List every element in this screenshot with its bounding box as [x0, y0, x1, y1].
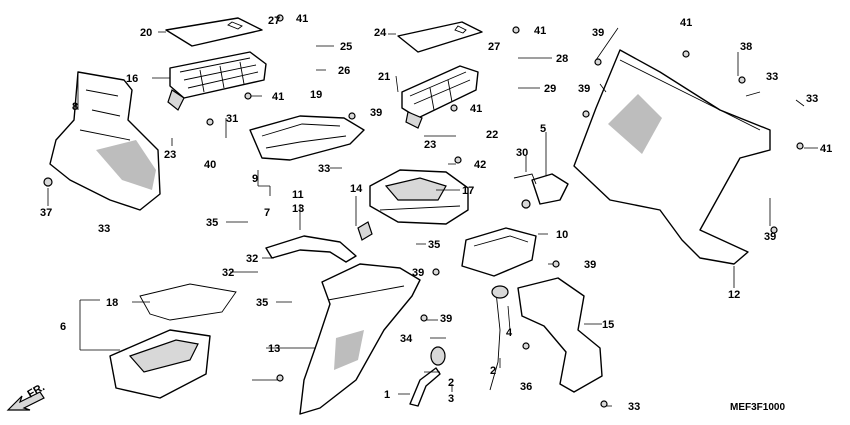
part-15-duct	[517, 277, 603, 393]
callout-30: 30	[516, 147, 528, 159]
callout-26: 26	[338, 65, 350, 77]
part-10-box	[461, 227, 537, 277]
callout-35: 35	[256, 297, 268, 309]
callout-39: 39	[412, 267, 424, 279]
callout-18: 18	[106, 297, 118, 309]
callout-39: 39	[440, 313, 452, 325]
callout-22: 22	[486, 129, 498, 141]
callout-42: 42	[474, 159, 486, 171]
part-14-clip	[357, 221, 373, 241]
callout-32: 32	[246, 253, 258, 265]
callout-33: 33	[766, 71, 778, 83]
callout-25: 25	[340, 41, 352, 53]
part-5-lock	[521, 173, 569, 209]
callout-35: 35	[428, 239, 440, 251]
callout-2: 2	[490, 365, 496, 377]
callout-13: 13	[292, 203, 304, 215]
callout-6: 6	[60, 321, 66, 333]
part-30-clip	[513, 173, 537, 185]
part-12-fender	[573, 49, 771, 265]
callout-36: 36	[520, 381, 532, 393]
callout-41: 41	[272, 91, 284, 103]
callout-2: 2	[448, 377, 454, 389]
callout-7: 7	[264, 207, 270, 219]
callout-21: 21	[378, 71, 390, 83]
callout-10: 10	[556, 229, 568, 241]
callout-29: 29	[544, 83, 556, 95]
callout-38: 38	[740, 41, 752, 53]
callout-12: 12	[728, 289, 740, 301]
part-6-box	[109, 329, 211, 399]
leader-lines	[47, 27, 818, 407]
callout-41: 41	[820, 143, 832, 155]
callout-39: 39	[578, 83, 590, 95]
callout-17: 17	[462, 185, 474, 197]
callout-39: 39	[584, 259, 596, 271]
callout-4: 4	[506, 327, 513, 339]
callout-28: 28	[556, 53, 568, 65]
callout-41: 41	[470, 103, 482, 115]
callout-1: 1	[384, 389, 390, 401]
callout-3: 3	[448, 393, 454, 405]
callout-24: 24	[374, 27, 387, 39]
callout-9: 9	[252, 173, 258, 185]
callout-33: 33	[806, 93, 818, 105]
part-13-fender	[299, 263, 421, 415]
callout-41: 41	[534, 25, 546, 37]
callout-31: 31	[226, 113, 238, 125]
callout-33: 33	[98, 223, 110, 235]
callout-40: 40	[204, 159, 216, 171]
part-8-bracket	[43, 71, 161, 211]
callout-35: 35	[206, 217, 218, 229]
part-18-seal	[139, 283, 237, 321]
callout-11: 11	[292, 189, 304, 201]
callout-33: 33	[318, 163, 330, 175]
callout-41: 41	[680, 17, 692, 29]
callout-16: 16	[126, 73, 138, 85]
callout-39: 39	[764, 231, 776, 243]
callout-20: 20	[140, 27, 152, 39]
part-20-lid	[165, 17, 263, 47]
callout-33: 33	[628, 401, 640, 413]
part-9-frame	[249, 115, 365, 161]
callout-14: 14	[350, 183, 363, 195]
callout-32: 32	[222, 267, 234, 279]
callout-39: 39	[592, 27, 604, 39]
callout-34: 34	[400, 333, 413, 345]
part-1-hose	[409, 346, 446, 407]
callout-27: 27	[268, 15, 280, 27]
part-24-lid	[397, 21, 483, 53]
callout-37: 37	[40, 207, 52, 219]
part-17-cover	[369, 169, 469, 225]
callout-5: 5	[540, 123, 546, 135]
callout-23: 23	[424, 139, 436, 151]
callout-8: 8	[72, 101, 78, 113]
callout-15: 15	[602, 319, 614, 331]
bolts	[206, 14, 804, 408]
callout-27: 27	[488, 41, 500, 53]
callout-39: 39	[370, 107, 382, 119]
part-16-tray	[167, 51, 267, 111]
front-direction-arrow: FR.	[6, 381, 47, 411]
callout-41: 41	[296, 13, 308, 25]
part-21-tray	[401, 65, 479, 129]
callout-23: 23	[164, 149, 176, 161]
diagram-code: MEF3F1000	[730, 402, 785, 413]
callout-19: 19	[310, 89, 322, 101]
part-4-cable	[489, 285, 509, 391]
part-32-handle	[265, 235, 357, 263]
callout-numbers: 20 27 41 24 27 41 25 26 28 29 16 21 19 3…	[40, 13, 832, 413]
callout-13: 13	[268, 343, 280, 355]
